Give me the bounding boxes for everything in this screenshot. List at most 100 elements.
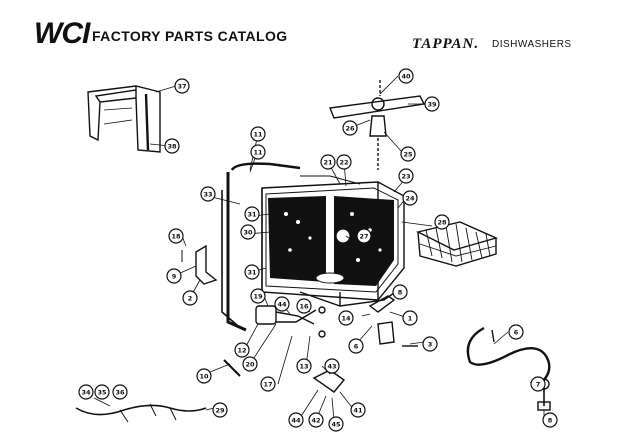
callout-number: 33 [203, 190, 212, 198]
hinge-bracket-drawing [181, 244, 218, 285]
callout-number: 37 [177, 82, 186, 90]
callout-number: 9 [172, 272, 177, 280]
callout-number: 2 [188, 294, 193, 302]
callout-number: 13 [299, 362, 308, 370]
callout-number: 38 [167, 142, 177, 150]
callout-number: 44 [291, 416, 301, 424]
callout-number: 11 [253, 130, 263, 138]
callout-number: 3 [428, 340, 433, 348]
callout-number: 41 [353, 406, 363, 414]
water-pipe-drawing [221, 162, 301, 332]
callout-bubble [78, 384, 94, 400]
callout-number: 10 [199, 372, 209, 380]
callout-number: 11 [253, 148, 263, 156]
callout-bubble [530, 376, 546, 392]
callout-bubble [348, 338, 364, 354]
product-category: DISHWASHERS [492, 39, 572, 50]
callout-bubble [400, 146, 416, 162]
callout-number: 1 [408, 314, 413, 322]
callout-number: 29 [215, 406, 225, 414]
callout-number: 6 [514, 328, 519, 336]
callout-number: 45 [331, 420, 341, 428]
callout-number: 26 [345, 124, 355, 132]
callout-bubble [244, 206, 260, 222]
callout-bubble [308, 412, 324, 428]
callout-bubble [320, 154, 336, 170]
callout-number: 25 [403, 150, 413, 158]
callout-number: 31 [247, 210, 257, 218]
callout-number: 8 [398, 288, 403, 296]
callout-bubble [168, 228, 184, 244]
callout-bubble [324, 358, 340, 374]
callout-number: 34 [81, 388, 91, 396]
callout-bubble [296, 358, 312, 374]
callout-bubble [342, 120, 358, 136]
wci-logo: WCI [34, 17, 90, 50]
callout-number: 17 [263, 380, 272, 388]
brand-name: TAPPAN. [412, 36, 480, 52]
catalog-title: FACTORY PARTS CATALOG [92, 28, 288, 44]
callout-number: 6 [354, 342, 359, 350]
callout-bubble [424, 96, 440, 112]
callout-bubble [542, 412, 558, 428]
callout-number: 14 [341, 314, 351, 322]
callout-number: 19 [253, 292, 263, 300]
callout-number: 28 [437, 218, 447, 226]
callout-bubble [242, 356, 258, 372]
callout-bubble [250, 288, 266, 304]
valve-assembly-drawing [255, 305, 326, 338]
callout-number: 16 [299, 302, 309, 310]
callout-number: 43 [327, 362, 336, 370]
door-panel-drawing [87, 85, 161, 153]
callout-bubble [328, 416, 344, 432]
callout-bubble [398, 68, 414, 84]
callout-number: 39 [427, 100, 437, 108]
callout-number: 12 [237, 346, 246, 354]
callout-bubble [164, 138, 180, 154]
callout-number: 22 [339, 158, 348, 166]
callout-bubble [212, 402, 228, 418]
callout-bubble [392, 284, 408, 300]
callout-bubble [336, 154, 352, 170]
callout-number: 30 [243, 228, 253, 236]
callout-bubble [250, 126, 266, 142]
callout-bubble [356, 228, 372, 244]
callout-bubble [508, 324, 524, 340]
callout-bubble [234, 342, 250, 358]
callout-bubble [196, 368, 212, 384]
callout-bubble [288, 412, 304, 428]
callout-number: 24 [405, 194, 415, 202]
callout-bubble [402, 190, 418, 206]
callout-bubble [240, 224, 256, 240]
callout-number: 27 [359, 232, 368, 240]
callout-bubble [338, 310, 354, 326]
callout-bubble [200, 186, 216, 202]
callout-bubble [434, 214, 450, 230]
tub-interior-drawing [268, 196, 394, 286]
callout-number: 35 [97, 388, 107, 396]
callout-bubble [260, 376, 276, 392]
callout-bubble [398, 168, 414, 184]
callout-bubble [350, 402, 366, 418]
callout-number: 18 [171, 232, 181, 240]
callout-number: 8 [548, 416, 553, 424]
callout-bubble [296, 298, 312, 314]
callout-bubble [250, 144, 266, 160]
callout-number: 23 [401, 172, 410, 180]
wire-harness-drawing [75, 403, 207, 423]
callout-number: 20 [245, 360, 255, 368]
callout-bubble [422, 336, 438, 352]
callout-bubble [182, 290, 198, 306]
callout-bubble [94, 384, 110, 400]
callout-bubble [174, 78, 190, 94]
callout-number: 36 [115, 388, 125, 396]
callout-bubble [112, 384, 128, 400]
dish-rack-drawing [415, 221, 499, 267]
callout-bubble [244, 264, 260, 280]
callout-number: 40 [401, 72, 411, 80]
callout-number: 21 [323, 158, 333, 166]
callout-number: 44 [277, 300, 287, 308]
